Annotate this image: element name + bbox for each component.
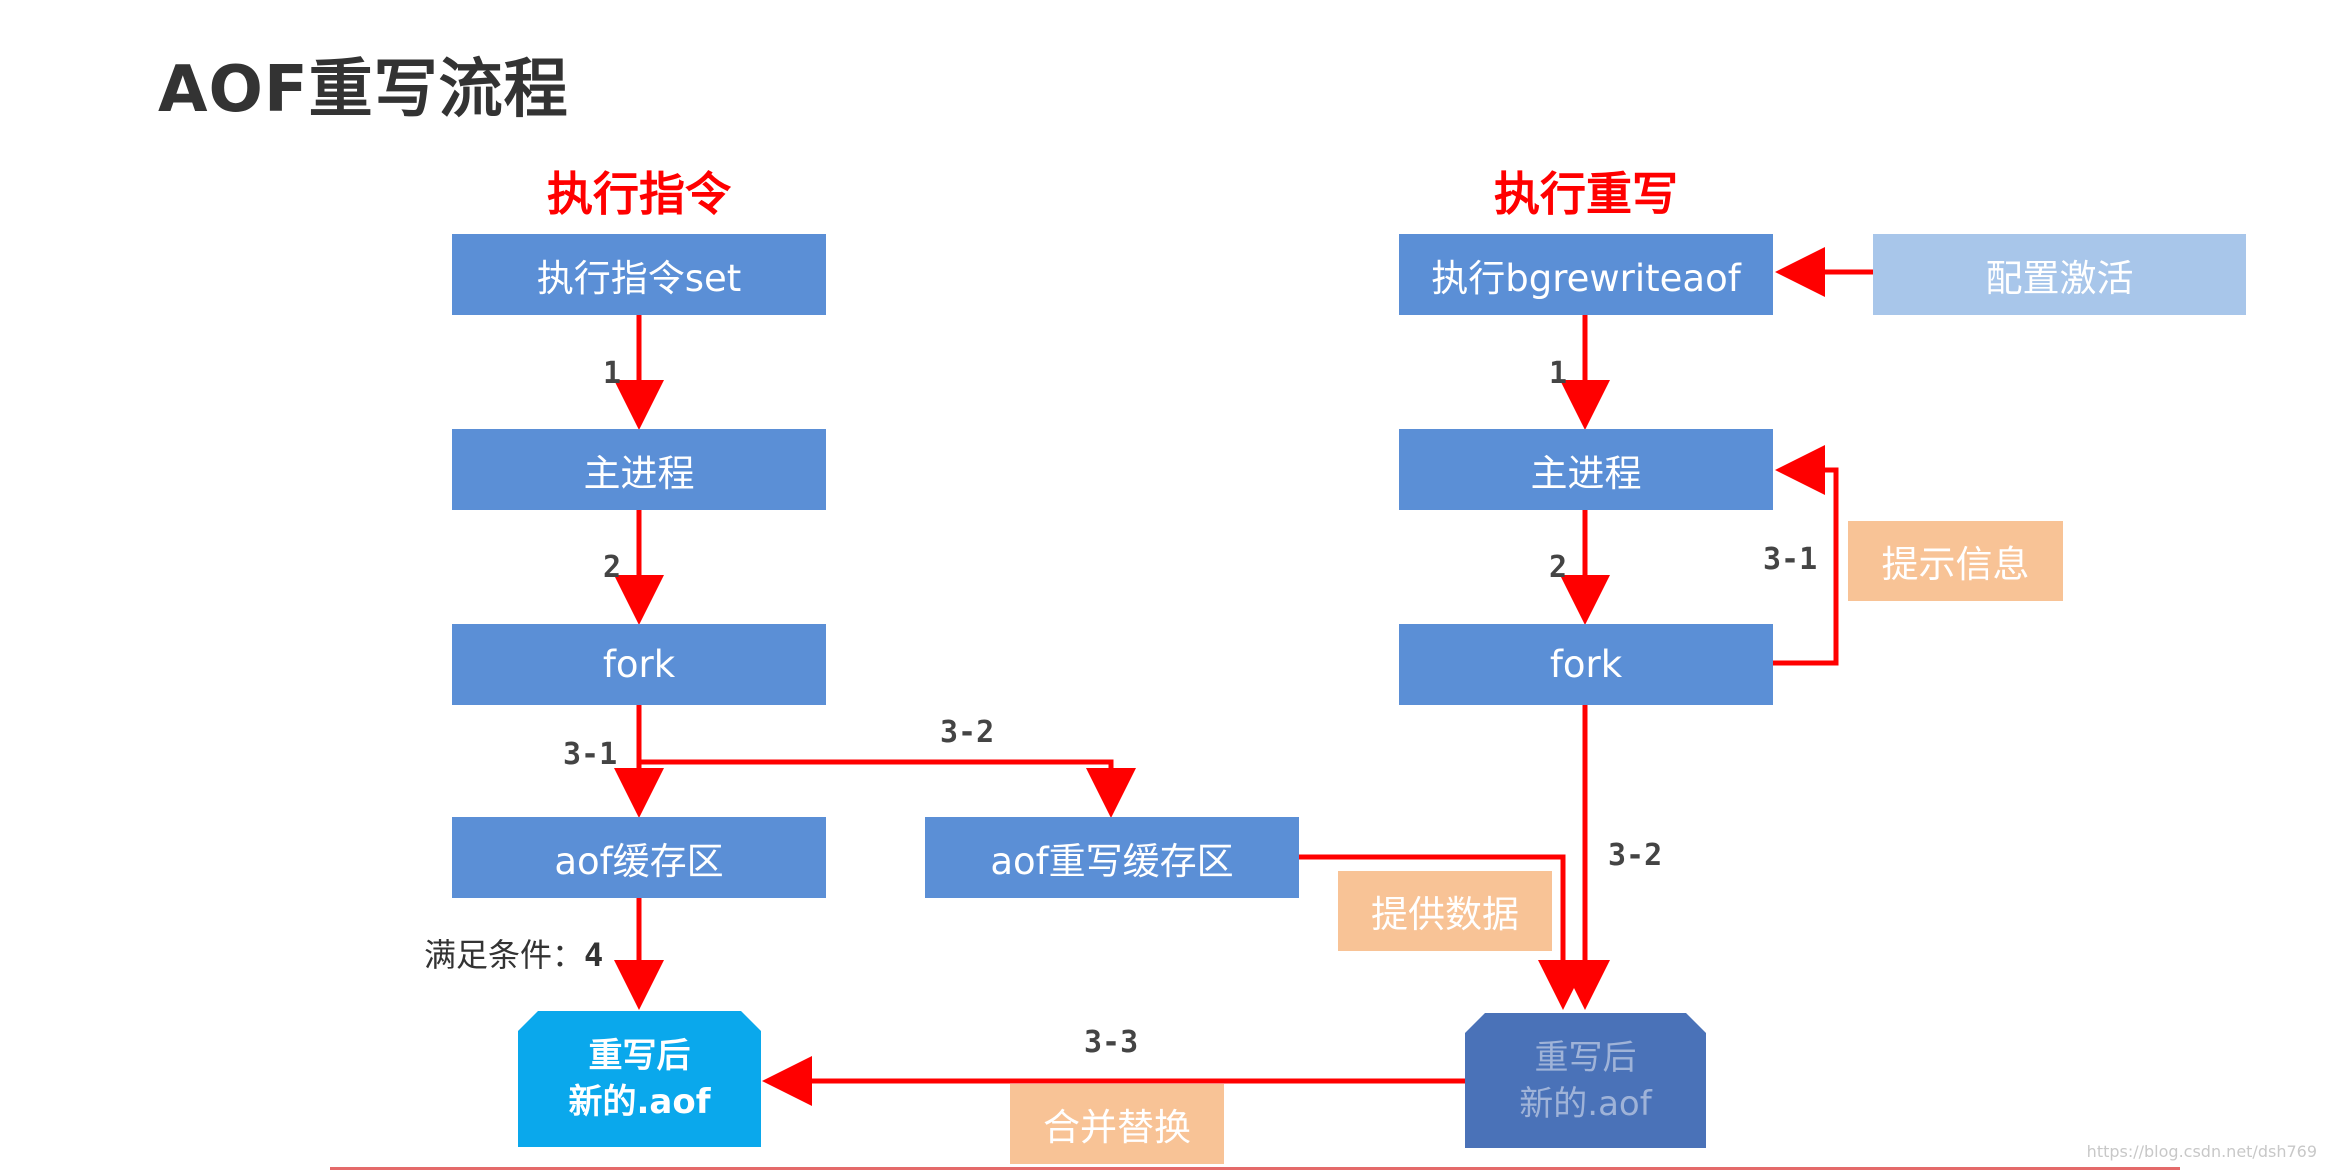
file-new-line1: 重写后	[1534, 1037, 1637, 1078]
section-title-execute-rewrite: 执行重写	[1494, 167, 1678, 221]
box-provide-data: 提供数据	[1338, 871, 1552, 951]
step-label-left-3-2: 3-2	[940, 715, 995, 750]
step-label-3-3: 3-3	[1084, 1025, 1139, 1060]
page-title: AOF重写流程	[158, 53, 569, 127]
condition-number: 4	[584, 936, 604, 974]
step-label-left-2: 2	[603, 550, 622, 585]
arrow-provide-data	[1299, 854, 1588, 1010]
section-title-execute-command: 执行指令	[547, 167, 731, 221]
file-new-line2: 新的.aof	[1519, 1083, 1652, 1124]
step-label-right-3-2: 3-2	[1608, 838, 1663, 873]
footer-divider	[330, 1167, 2180, 1170]
file-old-aof: 重写后 新的.aof	[518, 1011, 761, 1147]
box-fork-right: fork	[1399, 624, 1773, 705]
box-main-process-right: 主进程	[1399, 429, 1773, 510]
arrow-right-3-1	[1772, 445, 1839, 666]
box-merge-replace: 合并替换	[1010, 1084, 1224, 1164]
step-label-right-1: 1	[1549, 356, 1568, 391]
box-hint-info: 提示信息	[1848, 521, 2063, 601]
box-config-activate: 配置激活	[1873, 234, 2246, 315]
box-bgrewriteaof: 执行bgrewriteaof	[1399, 234, 1773, 315]
watermark: https://blog.csdn.net/dsh769	[2086, 1142, 2317, 1161]
file-old-line2: 新的.aof	[568, 1082, 711, 1122]
condition-text: 满足条件：	[424, 936, 585, 974]
step-label-right-3-1: 3-1	[1763, 542, 1818, 577]
box-set-command: 执行指令set	[452, 234, 826, 315]
file-old-line1: 重写后	[588, 1036, 691, 1076]
box-main-process-left: 主进程	[452, 429, 826, 510]
file-new-aof: 重写后 新的.aof	[1465, 1013, 1706, 1148]
step-label-right-2: 2	[1549, 550, 1568, 585]
step-label-left-3-1: 3-1	[563, 737, 618, 772]
condition-label: 满足条件：4	[424, 930, 603, 976]
step-label-left-1: 1	[603, 356, 622, 391]
box-aof-buffer: aof缓存区	[452, 817, 826, 898]
box-rewrite-buffer: aof重写缓存区	[925, 817, 1299, 898]
arrow-left-3-2	[639, 759, 1136, 818]
box-fork-left: fork	[452, 624, 826, 705]
